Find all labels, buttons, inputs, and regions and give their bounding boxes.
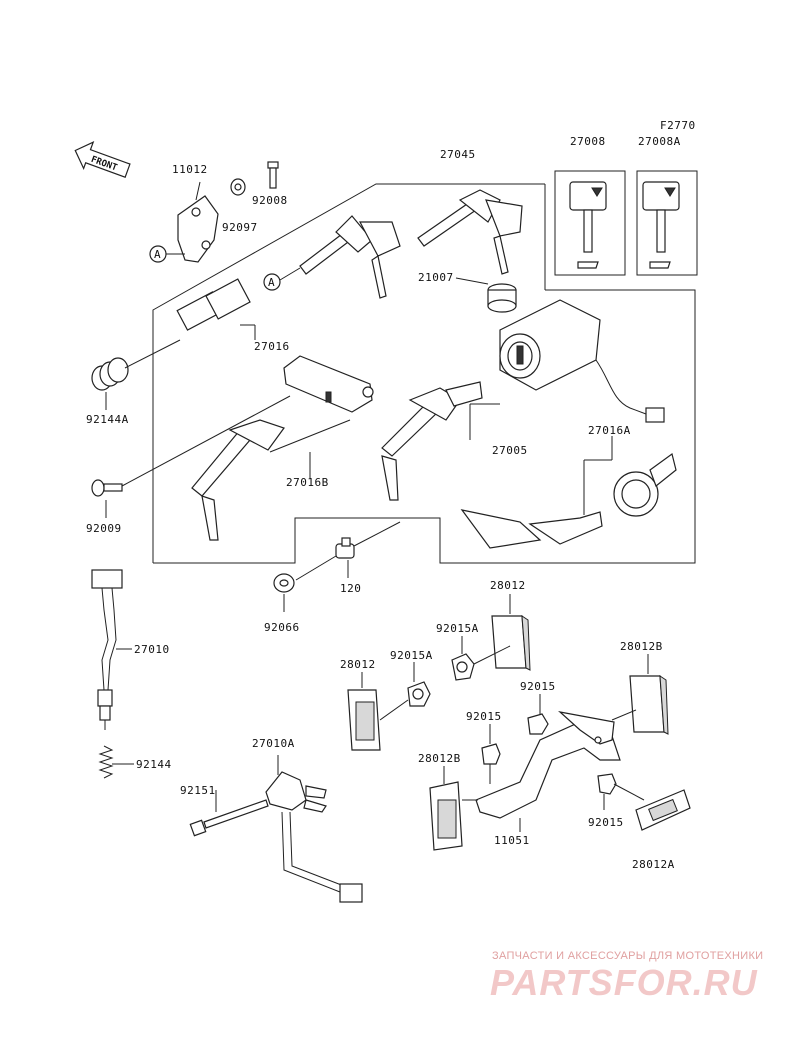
label-28012A: 28012A — [632, 858, 675, 871]
lock-body-27016B-part — [283, 355, 374, 413]
label-92015-right: 92015 — [588, 816, 624, 829]
emblem-28012-left-part — [347, 689, 381, 751]
label-92151: 92151 — [180, 784, 216, 797]
label-27016: 27016 — [254, 340, 290, 353]
emblem-28012A-part — [635, 789, 691, 831]
key-set-27005-part — [381, 381, 483, 501]
watermark-brand: PARTSFOR.RU — [490, 962, 758, 1003]
key-set-27016-part — [176, 215, 401, 331]
label-11051: 11051 — [494, 834, 530, 847]
bolt-120-part — [335, 537, 355, 559]
label-92008: 92008 — [252, 194, 288, 207]
screw-92009-part — [91, 479, 123, 497]
emblem-28012B-left-part — [429, 781, 463, 851]
callout-a-right: A — [263, 267, 301, 291]
label-28012B-right: 28012B — [620, 640, 663, 653]
label-28012-top: 28012 — [490, 579, 526, 592]
group-frame — [152, 170, 698, 564]
switch-27010A-part — [265, 771, 363, 903]
emblem-28012B-right-part — [629, 675, 669, 735]
label-27005: 27005 — [492, 444, 528, 457]
label-27008A: 27008A — [638, 135, 681, 148]
key-set-27045-part — [417, 189, 523, 275]
callout-a-left: A — [149, 245, 185, 263]
label-27008: 27008 — [570, 135, 606, 148]
label-21007: 21007 — [418, 271, 454, 284]
label-27010A: 27010A — [252, 737, 295, 750]
svg-text:A: A — [154, 248, 161, 261]
nut-92015A-top-part — [451, 653, 475, 681]
label-92144: 92144 — [136, 758, 172, 771]
diagram-code: F2770 — [660, 119, 696, 132]
label-92015A-top: 92015A — [436, 622, 479, 635]
blank-key-27008A-part — [642, 181, 680, 269]
switch-harness-27010-part — [91, 569, 123, 730]
nut-92015-left-part — [481, 743, 501, 765]
bracket-11012-part — [177, 181, 219, 263]
washer-92097-part — [230, 178, 246, 196]
washer-92066-part — [273, 573, 295, 593]
nut-92015A-left-part — [407, 681, 431, 707]
svg-text:A: A — [268, 276, 275, 289]
label-92015-left: 92015 — [466, 710, 502, 723]
label-28012-left: 28012 — [340, 658, 376, 671]
label-120: 120 — [340, 582, 361, 595]
label-28012B-left: 28012B — [418, 752, 461, 765]
bracket-11051-part — [475, 711, 621, 819]
label-11012: 11012 — [172, 163, 208, 176]
label-27045: 27045 — [440, 148, 476, 161]
part-labels: 11012 92008 92097 27045 27008 27008A 210… — [86, 135, 681, 871]
cap-21007-part — [487, 283, 517, 313]
label-27016B: 27016B — [286, 476, 329, 489]
nut-92015-mid-part — [527, 713, 549, 735]
label-92097: 92097 — [222, 221, 258, 234]
label-92066: 92066 — [264, 621, 300, 634]
spring-92144-part — [98, 745, 114, 779]
bolt-92008-part — [267, 161, 279, 189]
label-92015A-left: 92015A — [390, 649, 433, 662]
ignition-switch-27005-part — [499, 299, 665, 423]
label-27016A: 27016A — [588, 424, 631, 437]
label-92009: 92009 — [86, 522, 122, 535]
watermark-tagline: ЗАПЧАСТИ И АКСЕССУАРЫ ДЛЯ МОТОТЕХНИКИ — [492, 950, 764, 962]
nut-92015-right-part — [597, 773, 617, 795]
label-92144A: 92144A — [86, 413, 129, 426]
label-27010: 27010 — [134, 643, 170, 656]
label-92015-mid: 92015 — [520, 680, 556, 693]
emblem-28012-top-part — [491, 615, 531, 671]
key-set-27016B-part — [191, 419, 285, 541]
bolt-92151-part — [189, 799, 269, 837]
seat-lock-27016A-part — [460, 452, 677, 549]
front-arrow-icon: FRONT — [74, 140, 131, 178]
spring-92144A-part — [91, 357, 129, 391]
blank-key-27008-part — [569, 181, 607, 269]
